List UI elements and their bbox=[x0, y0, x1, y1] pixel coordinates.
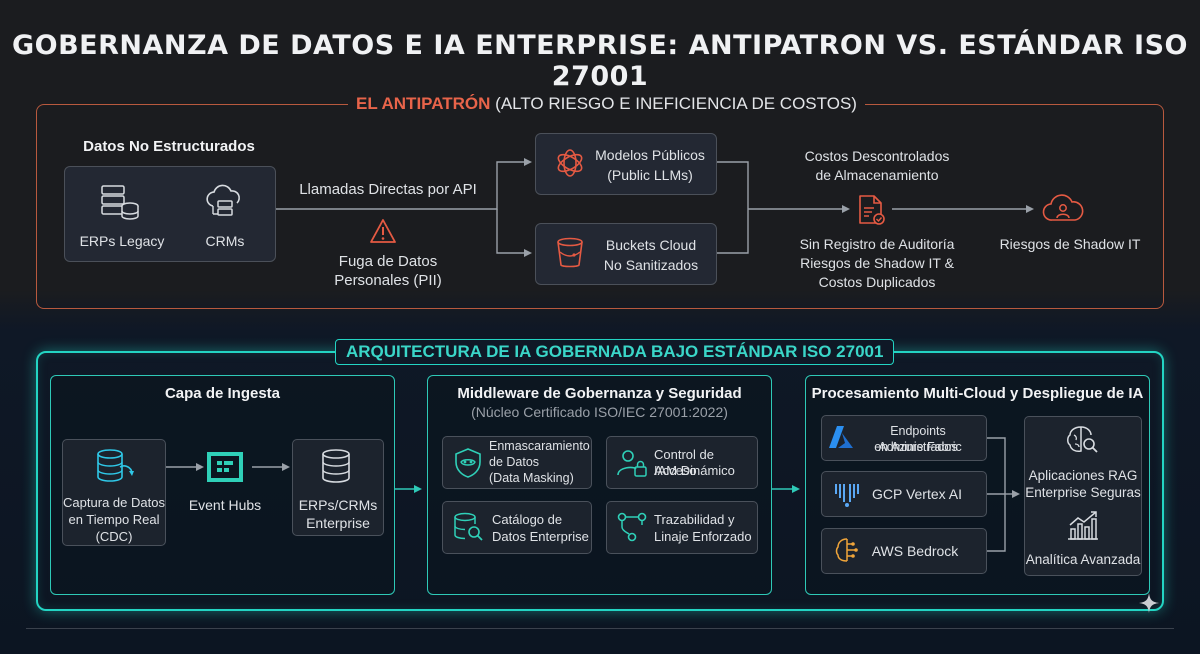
lineage-line1: Trazabilidad y bbox=[654, 512, 735, 527]
azure-line2: en Azure Fabric bbox=[874, 440, 962, 454]
data-catalog-box bbox=[442, 501, 592, 554]
antipattern-label-rest: (ALTO RIESGO E INEFICIENCIA DE COSTOS) bbox=[490, 94, 857, 113]
audit-line1: Sin Registro de Auditoría bbox=[799, 236, 955, 252]
crms-label: CRMs bbox=[205, 233, 245, 249]
server-database-icon bbox=[101, 185, 139, 220]
data-masking-line3: (Data Masking) bbox=[489, 471, 574, 485]
data-masking-line1: Enmascaramiento bbox=[489, 439, 590, 453]
costs-line1: Costos Descontrolados bbox=[804, 148, 950, 164]
sparkle-icon bbox=[1139, 593, 1159, 613]
data-masking-box bbox=[442, 436, 592, 489]
cloud-buckets-line1: Buckets Cloud bbox=[605, 237, 697, 253]
api-calls-label: Llamadas Directas por API bbox=[299, 181, 477, 198]
lineage-flow-icon bbox=[617, 512, 647, 542]
middleware-title: Middleware de Gobernanza y Seguridad bbox=[457, 385, 742, 402]
shield-mask-icon bbox=[455, 448, 481, 478]
cloud-buckets-line2: No Sanitizados bbox=[603, 257, 699, 273]
rag-apps-line1: Aplicaciones RAG bbox=[1028, 468, 1138, 483]
gcp-label: GCP Vertex AI bbox=[871, 486, 962, 502]
erp-crm-box bbox=[292, 439, 384, 536]
access-control-line1: Control de Acceso bbox=[654, 447, 714, 478]
data-catalog-line1: Catálogo de bbox=[492, 512, 563, 527]
erps-legacy-label: ERPs Legacy bbox=[79, 233, 165, 249]
cdc-box bbox=[62, 439, 166, 546]
audit-document-icon bbox=[859, 195, 885, 225]
cloud-buckets-box bbox=[535, 223, 717, 285]
erp-crm-line2: Enterprise bbox=[306, 515, 370, 531]
unstructured-data-title: Datos No Estructurados bbox=[83, 138, 255, 155]
pii-leak-line2: Personales (PII) bbox=[334, 272, 442, 289]
antipattern-label: EL ANTIPATRÓN (ALTO RIESGO E INEFICIENCI… bbox=[348, 92, 865, 116]
antipattern-label-highlight: EL ANTIPATRÓN bbox=[356, 94, 491, 113]
erp-crm-line1: ERPs/CRMs bbox=[298, 497, 378, 513]
analytics-chart-icon bbox=[1068, 511, 1098, 540]
cdc-line2: en Tiempo Real bbox=[68, 512, 160, 527]
cdc-line1: Captura de Datos bbox=[63, 495, 165, 510]
public-llms-line2: (Public LLMs) bbox=[607, 167, 693, 183]
page-title: GOBERNANZA DE DATOS E IA ENTERPRISE: ANT… bbox=[11, 30, 1189, 92]
lineage-line2: Linaje Enforzado bbox=[654, 529, 752, 544]
bedrock-brain-icon bbox=[835, 538, 858, 562]
public-llms-box bbox=[535, 133, 717, 195]
shadow-it-label: Riesgos de Shadow IT bbox=[999, 236, 1141, 252]
access-control-line2: IAM Dinámico bbox=[654, 463, 735, 478]
cloud-data-icon bbox=[206, 184, 241, 216]
audit-line3: Costos Duplicados bbox=[818, 274, 936, 290]
costs-line2: de Almacenamiento bbox=[815, 167, 939, 183]
rag-apps-box bbox=[1024, 416, 1142, 576]
analytics-label: Analítica Avanzada bbox=[1025, 552, 1141, 567]
warning-icon bbox=[370, 219, 396, 243]
event-hubs-icon bbox=[207, 452, 243, 482]
bottom-divider bbox=[26, 628, 1174, 629]
brain-search-icon bbox=[1067, 426, 1098, 453]
cloud-user-icon bbox=[1042, 194, 1084, 221]
data-catalog-line2: Datos Enterprise bbox=[492, 529, 589, 544]
middleware-subtitle: (Núcleo Certificado ISO/IEC 27001:2022) bbox=[471, 404, 728, 420]
event-hubs-label: Event Hubs bbox=[188, 497, 262, 513]
azure-logo-icon bbox=[829, 426, 853, 448]
multicloud-title: Procesamiento Multi-Cloud y Despliegue d… bbox=[811, 385, 1144, 402]
aws-label: AWS Bedrock bbox=[871, 543, 959, 559]
aws-box bbox=[821, 528, 987, 574]
unstructured-data-box bbox=[64, 166, 276, 262]
gcp-box bbox=[821, 471, 987, 517]
openai-icon bbox=[557, 149, 583, 177]
governed-label: ARQUITECTURA DE IA GOBERNADA BAJO ESTÁND… bbox=[335, 339, 895, 365]
vertex-ai-icon bbox=[835, 484, 859, 507]
pii-leak-line1: Fuga de Datos bbox=[338, 253, 438, 270]
azure-line1: Endpoints Administrados bbox=[878, 424, 958, 454]
database-sync-icon bbox=[97, 449, 134, 482]
public-llms-line1: Modelos Públicos bbox=[595, 147, 705, 163]
bucket-icon bbox=[557, 237, 583, 268]
user-lock-icon bbox=[617, 450, 647, 477]
lineage-box bbox=[606, 501, 758, 554]
azure-box bbox=[821, 415, 987, 461]
audit-line2: Riesgos de Shadow IT & bbox=[800, 255, 954, 271]
database-search-icon bbox=[454, 512, 483, 541]
cdc-line3: (CDC) bbox=[95, 529, 133, 544]
access-control-box bbox=[606, 436, 758, 489]
ingest-title: Capa de Ingesta bbox=[164, 385, 281, 402]
database-stack-icon bbox=[322, 449, 350, 483]
data-masking-line2: de Datos bbox=[489, 455, 540, 469]
rag-apps-line2: Enterprise Seguras bbox=[1025, 485, 1141, 500]
